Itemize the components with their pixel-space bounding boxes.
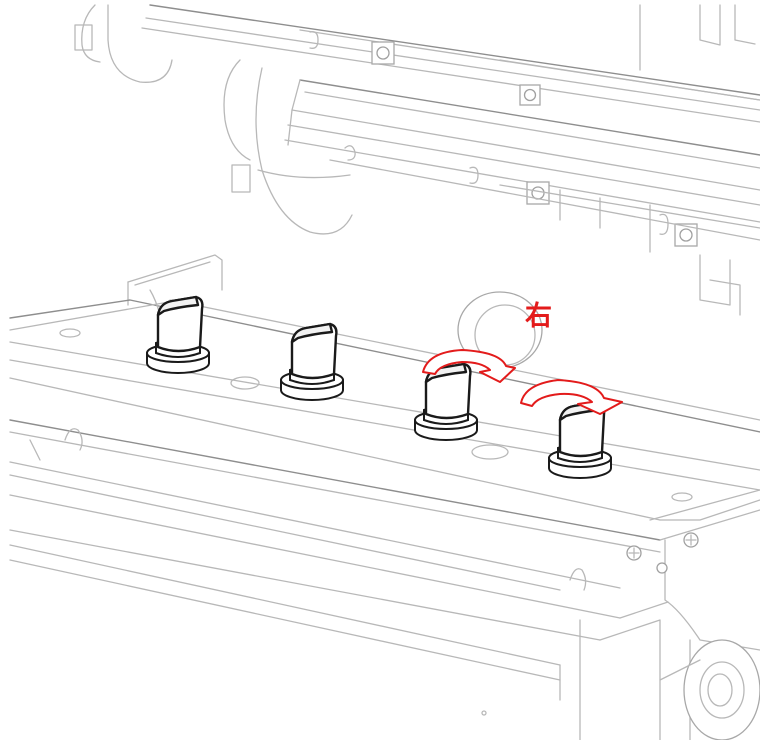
pressure-knob-4[interactable]: [548, 400, 612, 479]
rotation-arrow-4: [520, 379, 623, 415]
pressure-knob-3[interactable]: [414, 362, 478, 441]
print-head-bracket: [9, 254, 760, 740]
rotation-arrow-3: [422, 349, 516, 383]
rear-roller-assembly: [74, 4, 760, 316]
direction-label: 右: [525, 301, 552, 332]
pressure-knob-1[interactable]: [146, 295, 210, 374]
pressure-knob-2[interactable]: [280, 322, 344, 401]
